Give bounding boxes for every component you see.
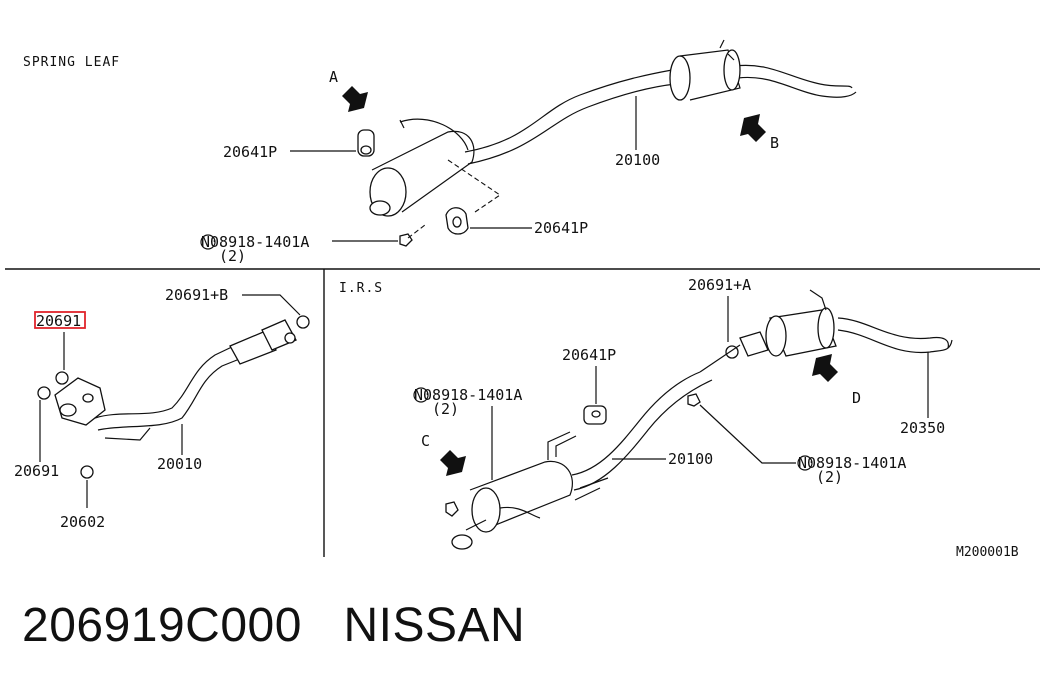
- view-arrow-d-label: D: [852, 389, 861, 407]
- label-08918-qty-irs-b: (2): [816, 468, 843, 486]
- caption-spacer: [302, 599, 344, 652]
- label-20641P-top-left: 20641P: [223, 143, 277, 161]
- label-20602: 20602: [60, 513, 105, 531]
- gasket-ring-20691-B: [296, 315, 310, 329]
- view-arrow-b: [740, 114, 766, 142]
- label-08918-qty-irs-a: (2): [432, 400, 459, 418]
- rear-muffler-top: [669, 39, 741, 101]
- label-20691-left: 20691: [14, 462, 59, 480]
- front-muffler-irs: [451, 371, 713, 550]
- n-symbol-icon-a: [413, 387, 429, 403]
- caption: 206919C000 NISSAN: [22, 598, 525, 653]
- nut-top: [399, 224, 426, 247]
- rubber-mount-20641P-right: [445, 207, 469, 235]
- label-20691-highlight: 20691: [36, 312, 81, 330]
- gasket-ring-upper: [55, 371, 69, 385]
- exhaust-pipe-20100-top: [464, 64, 857, 165]
- caption-brand: NISSAN: [343, 599, 526, 652]
- front-muffler-top: [369, 118, 501, 217]
- gasket-ring-lower: [37, 386, 51, 400]
- n-symbol-icon-b: [797, 455, 813, 471]
- label-20691-B: 20691+B: [165, 286, 228, 304]
- view-arrow-a-label: A: [329, 68, 338, 86]
- view-arrow-c: [440, 450, 466, 476]
- highlight-box-20691: [34, 311, 86, 329]
- label-20641P-top-right: 20641P: [534, 219, 588, 237]
- label-20350: 20350: [900, 419, 945, 437]
- rear-muffler-irs: [699, 289, 953, 373]
- nut-irs-c: [445, 501, 459, 517]
- section-label-irs: I.R.S: [339, 281, 383, 296]
- rubber-mount-20641P-left: [357, 129, 375, 157]
- label-08918-1401A-top: N08918-1401A: [201, 233, 309, 251]
- label-08918-1401A-irs-a: N08918-1401A: [414, 386, 522, 404]
- view-arrow-b-label: B: [770, 134, 779, 152]
- figure-code: M200001B: [956, 545, 1019, 560]
- label-08918-1401A-irs-b: N08918-1401A: [798, 454, 906, 472]
- rubber-mount-20641P-irs: [583, 405, 607, 425]
- section-label-spring-leaf: SPRING LEAF: [23, 55, 120, 70]
- caption-part-number: 206919C000: [22, 599, 302, 652]
- label-20100-irs: 20100: [668, 450, 713, 468]
- nut-20602: [80, 465, 94, 479]
- nut-irs-d: [687, 393, 701, 407]
- label-20641P-irs: 20641P: [562, 346, 616, 364]
- view-arrow-c-label: C: [421, 432, 430, 450]
- front-pipe-20010: [54, 319, 297, 441]
- exhaust-parts-diagram: SPRING LEAF A B: [5, 39, 1040, 560]
- label-20691-A: 20691+A: [688, 276, 751, 294]
- label-20100-top: 20100: [615, 151, 660, 169]
- n-symbol-icon: [200, 234, 216, 250]
- label-20010: 20010: [157, 455, 202, 473]
- view-arrow-a: [342, 86, 368, 112]
- view-arrow-d: [812, 354, 838, 382]
- label-08918-qty-top: (2): [219, 247, 246, 265]
